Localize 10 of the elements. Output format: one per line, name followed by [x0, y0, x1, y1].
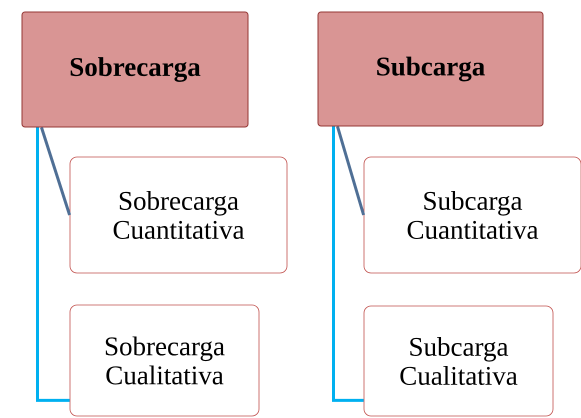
heading-box: Subcarga: [318, 12, 544, 126]
connector-line: [36, 128, 70, 402]
connector-line: [332, 126, 364, 402]
connector-line: [40, 127, 72, 216]
connector-line: [336, 126, 366, 216]
category-box: Subcarga Cuantitativa: [364, 156, 581, 274]
category-box: Sobrecarga Cuantitativa: [70, 156, 288, 274]
heading-box: Sobrecarga: [22, 12, 248, 128]
category-box: Subcarga Cualitativa: [364, 306, 554, 416]
category-box: Sobrecarga Cualitativa: [70, 304, 260, 416]
